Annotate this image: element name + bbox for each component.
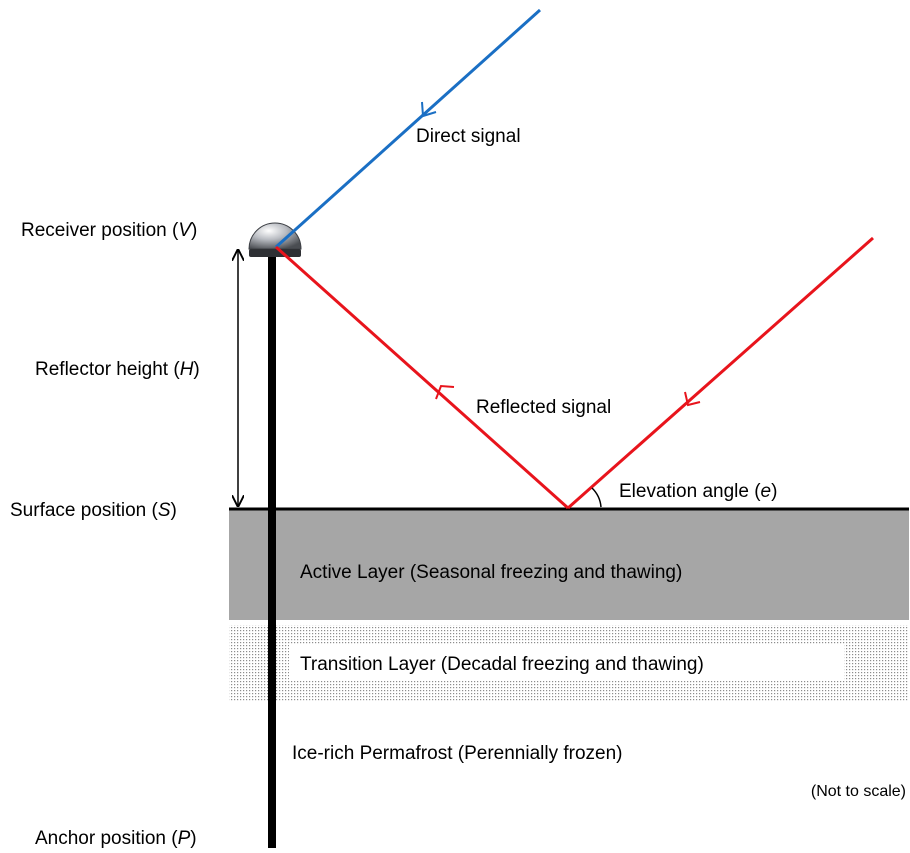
reflected-signal-incoming-arrow-icon	[684, 391, 701, 407]
reflected-signal-outgoing-arrow-icon	[435, 384, 455, 400]
not-to-scale-note: (Not to scale)	[811, 783, 906, 800]
transition-layer-label-bg	[289, 645, 844, 681]
gnss-antenna-icon	[248, 222, 302, 257]
direct-signal-label: Direct signal	[416, 126, 521, 147]
active-layer-label: Active Layer (Seasonal freezing and thaw…	[300, 562, 682, 583]
reflected-signal-incoming-line	[567, 236, 874, 510]
direct-signal-arrow-icon	[421, 101, 437, 118]
transition-layer-label: Transition Layer (Decadal freezing and t…	[300, 654, 704, 675]
elevation-angle-label: Elevation angle (e)	[619, 481, 777, 502]
reflected-signal-label: Reflected signal	[476, 397, 611, 418]
receiver-position-label: Receiver position (V)	[21, 220, 197, 241]
permafrost-label: Ice-rich Permafrost (Perennially frozen)	[292, 743, 623, 764]
direct-signal-line	[274, 8, 542, 249]
reflected-signal-outgoing-line	[275, 245, 569, 510]
reflector-height-label: Reflector height (H)	[35, 359, 200, 380]
surface-position-label: Surface position (S)	[10, 500, 177, 521]
anchor-position-label: Anchor position (P)	[35, 828, 197, 849]
elevation-angle-arc-icon	[591, 487, 602, 508]
monument-pole	[268, 256, 276, 848]
active-layer-band	[229, 509, 909, 620]
